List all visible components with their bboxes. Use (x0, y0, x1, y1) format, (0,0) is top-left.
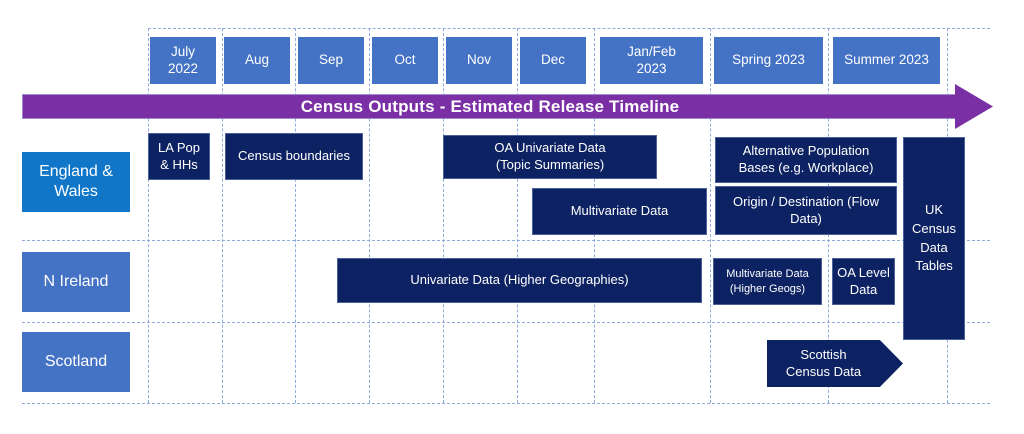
bar-multivariate-data: Multivariate Data (532, 188, 707, 235)
bar-univariate-data-higher-geographies: Univariate Data (Higher Geographies) (337, 258, 702, 303)
month-cell-aug: Aug (224, 37, 290, 84)
banner-arrow: Census Outputs - Estimated Release Timel… (22, 94, 958, 119)
gridline-vertical (295, 28, 296, 403)
bar-origin-destination-flow-data: Origin / Destination (Flow Data) (715, 186, 897, 235)
bar-scottish-census-data-arrow: Scottish Census Data (767, 340, 903, 387)
gridline-horizontal (22, 403, 990, 404)
row-label-scotland: Scotland (22, 332, 130, 392)
month-cell-july-2022: July 2022 (150, 37, 216, 84)
gridline-vertical (148, 28, 149, 403)
month-cell-sep: Sep (298, 37, 364, 84)
month-cell-oct: Oct (372, 37, 438, 84)
gridline-vertical (443, 28, 444, 403)
row-label-n-ireland: N Ireland (22, 252, 130, 312)
banner-label: Census Outputs - Estimated Release Timel… (300, 96, 680, 116)
bar-la-pop-hhs: LA Pop & HHs (148, 133, 210, 180)
gridline-vertical (710, 28, 711, 403)
gridline-horizontal (148, 28, 990, 29)
gridline-vertical (222, 28, 223, 403)
bar-uk-census-data-tables: UK Census Data Tables (903, 137, 965, 340)
banner-arrow-head-icon (955, 84, 993, 129)
month-cell-dec: Dec (520, 37, 586, 84)
bar-multivariate-data-higher-geogs: Multivariate Data (Higher Geogs) (713, 258, 822, 305)
row-label-england-wales: England & Wales (22, 152, 130, 212)
month-cell-nov: Nov (446, 37, 512, 84)
gridline-vertical (517, 28, 518, 403)
gridline-vertical (369, 28, 370, 403)
gridline-horizontal (22, 240, 990, 241)
month-cell-summer-2023: Summer 2023 (833, 37, 940, 84)
month-cell-janfeb-2023: Jan/Feb 2023 (600, 37, 703, 84)
bar-alternative-population-bases: Alternative Population Bases (e.g. Workp… (715, 137, 897, 183)
bar-census-boundaries: Census boundaries (225, 133, 363, 180)
bar-oa-level-data: OA Level Data (832, 258, 895, 305)
bar-oa-univariate-data: OA Univariate Data (Topic Summaries) (443, 135, 657, 179)
gridline-horizontal (22, 322, 990, 323)
month-cell-spring-2023: Spring 2023 (714, 37, 823, 84)
